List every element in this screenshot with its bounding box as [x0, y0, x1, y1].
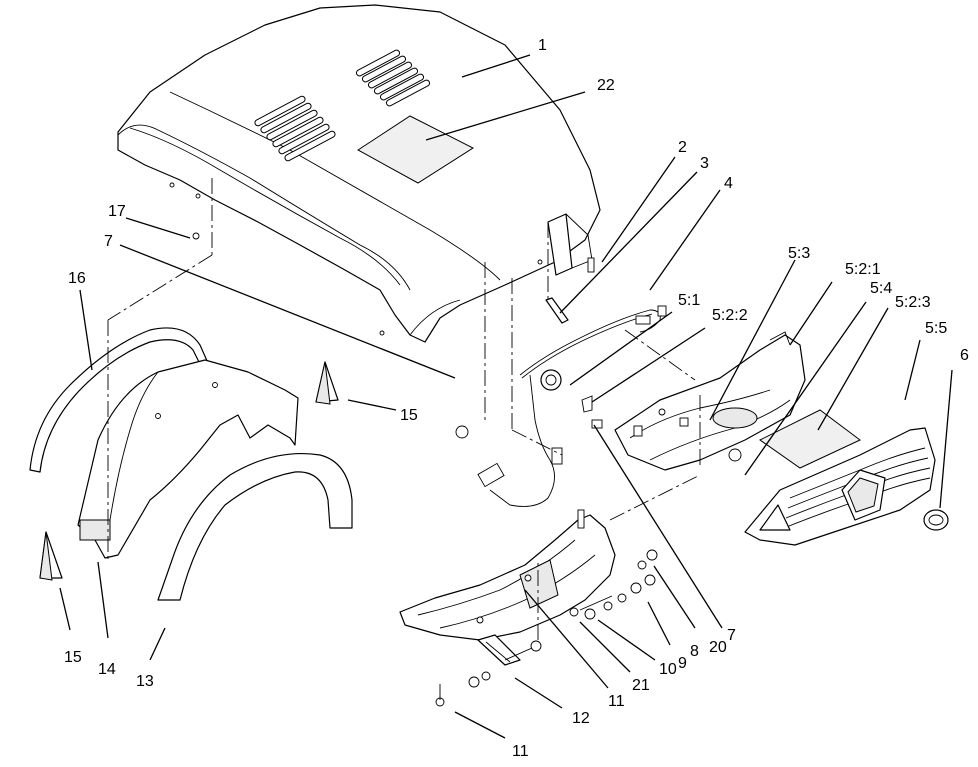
callout-14: 14: [98, 661, 116, 678]
upper-vent-slots: [355, 49, 431, 107]
callout-16: 16: [68, 270, 86, 287]
callout-5-2-1: 5:2:1: [845, 261, 881, 278]
callout-1: 1: [538, 37, 547, 54]
left-fender: [77, 359, 299, 559]
callout-3: 3: [700, 155, 709, 172]
callout-21: 21: [632, 677, 650, 694]
emblem: [923, 509, 949, 531]
callout-13: 13: [136, 673, 154, 690]
callout-5-2-3: 5:2:3: [895, 294, 931, 311]
callout-5-5: 5:5: [925, 320, 947, 337]
callout-5-3: 5:3: [788, 245, 810, 262]
callout-5-2-2: 5:2:2: [712, 307, 748, 324]
callout-5-4: 5:4: [870, 280, 892, 297]
lower-vent-slots: [254, 95, 336, 162]
alignment-lines: [107, 178, 701, 700]
light-socket: [540, 369, 603, 429]
callout-22: 22: [597, 77, 615, 94]
callout-15-upper: 15: [400, 407, 418, 424]
callout-2: 2: [678, 139, 687, 156]
callout-7-lower: 7: [727, 627, 736, 644]
callout-17: 17: [108, 203, 126, 220]
callout-6: 6: [960, 347, 969, 364]
headlight-housing: [614, 331, 806, 471]
front-grille: [744, 427, 936, 546]
hood-pivot-bracket: [545, 213, 595, 324]
headlight-lens: [759, 409, 861, 469]
callout-7: 7: [104, 233, 113, 250]
callout-8: 8: [690, 643, 699, 660]
callout-12: 12: [572, 710, 590, 727]
callout-5-1: 5:1: [678, 292, 700, 309]
leader-lines: [59, 54, 953, 739]
callout-10: 10: [659, 661, 677, 678]
callout-11-lower: 11: [512, 743, 529, 760]
right-fender: [157, 452, 353, 601]
callout-11-upper: 11: [608, 693, 625, 710]
callout-20: 20: [709, 639, 727, 656]
hood-decal: [357, 115, 475, 184]
callout-4: 4: [724, 175, 733, 192]
fender-support: [39, 361, 339, 581]
lower-bracket: [477, 634, 521, 666]
callout-labels: 1 22 2 3 4 17 7 16 5:3 5:2:1 5:1 5:4 5:2…: [64, 37, 969, 760]
front-mount-frame: [399, 509, 616, 641]
hood: [117, 4, 601, 343]
callout-9: 9: [678, 655, 687, 672]
wire-harness: [477, 305, 667, 507]
fasteners: [192, 232, 658, 707]
callout-15-lower: 15: [64, 649, 82, 666]
